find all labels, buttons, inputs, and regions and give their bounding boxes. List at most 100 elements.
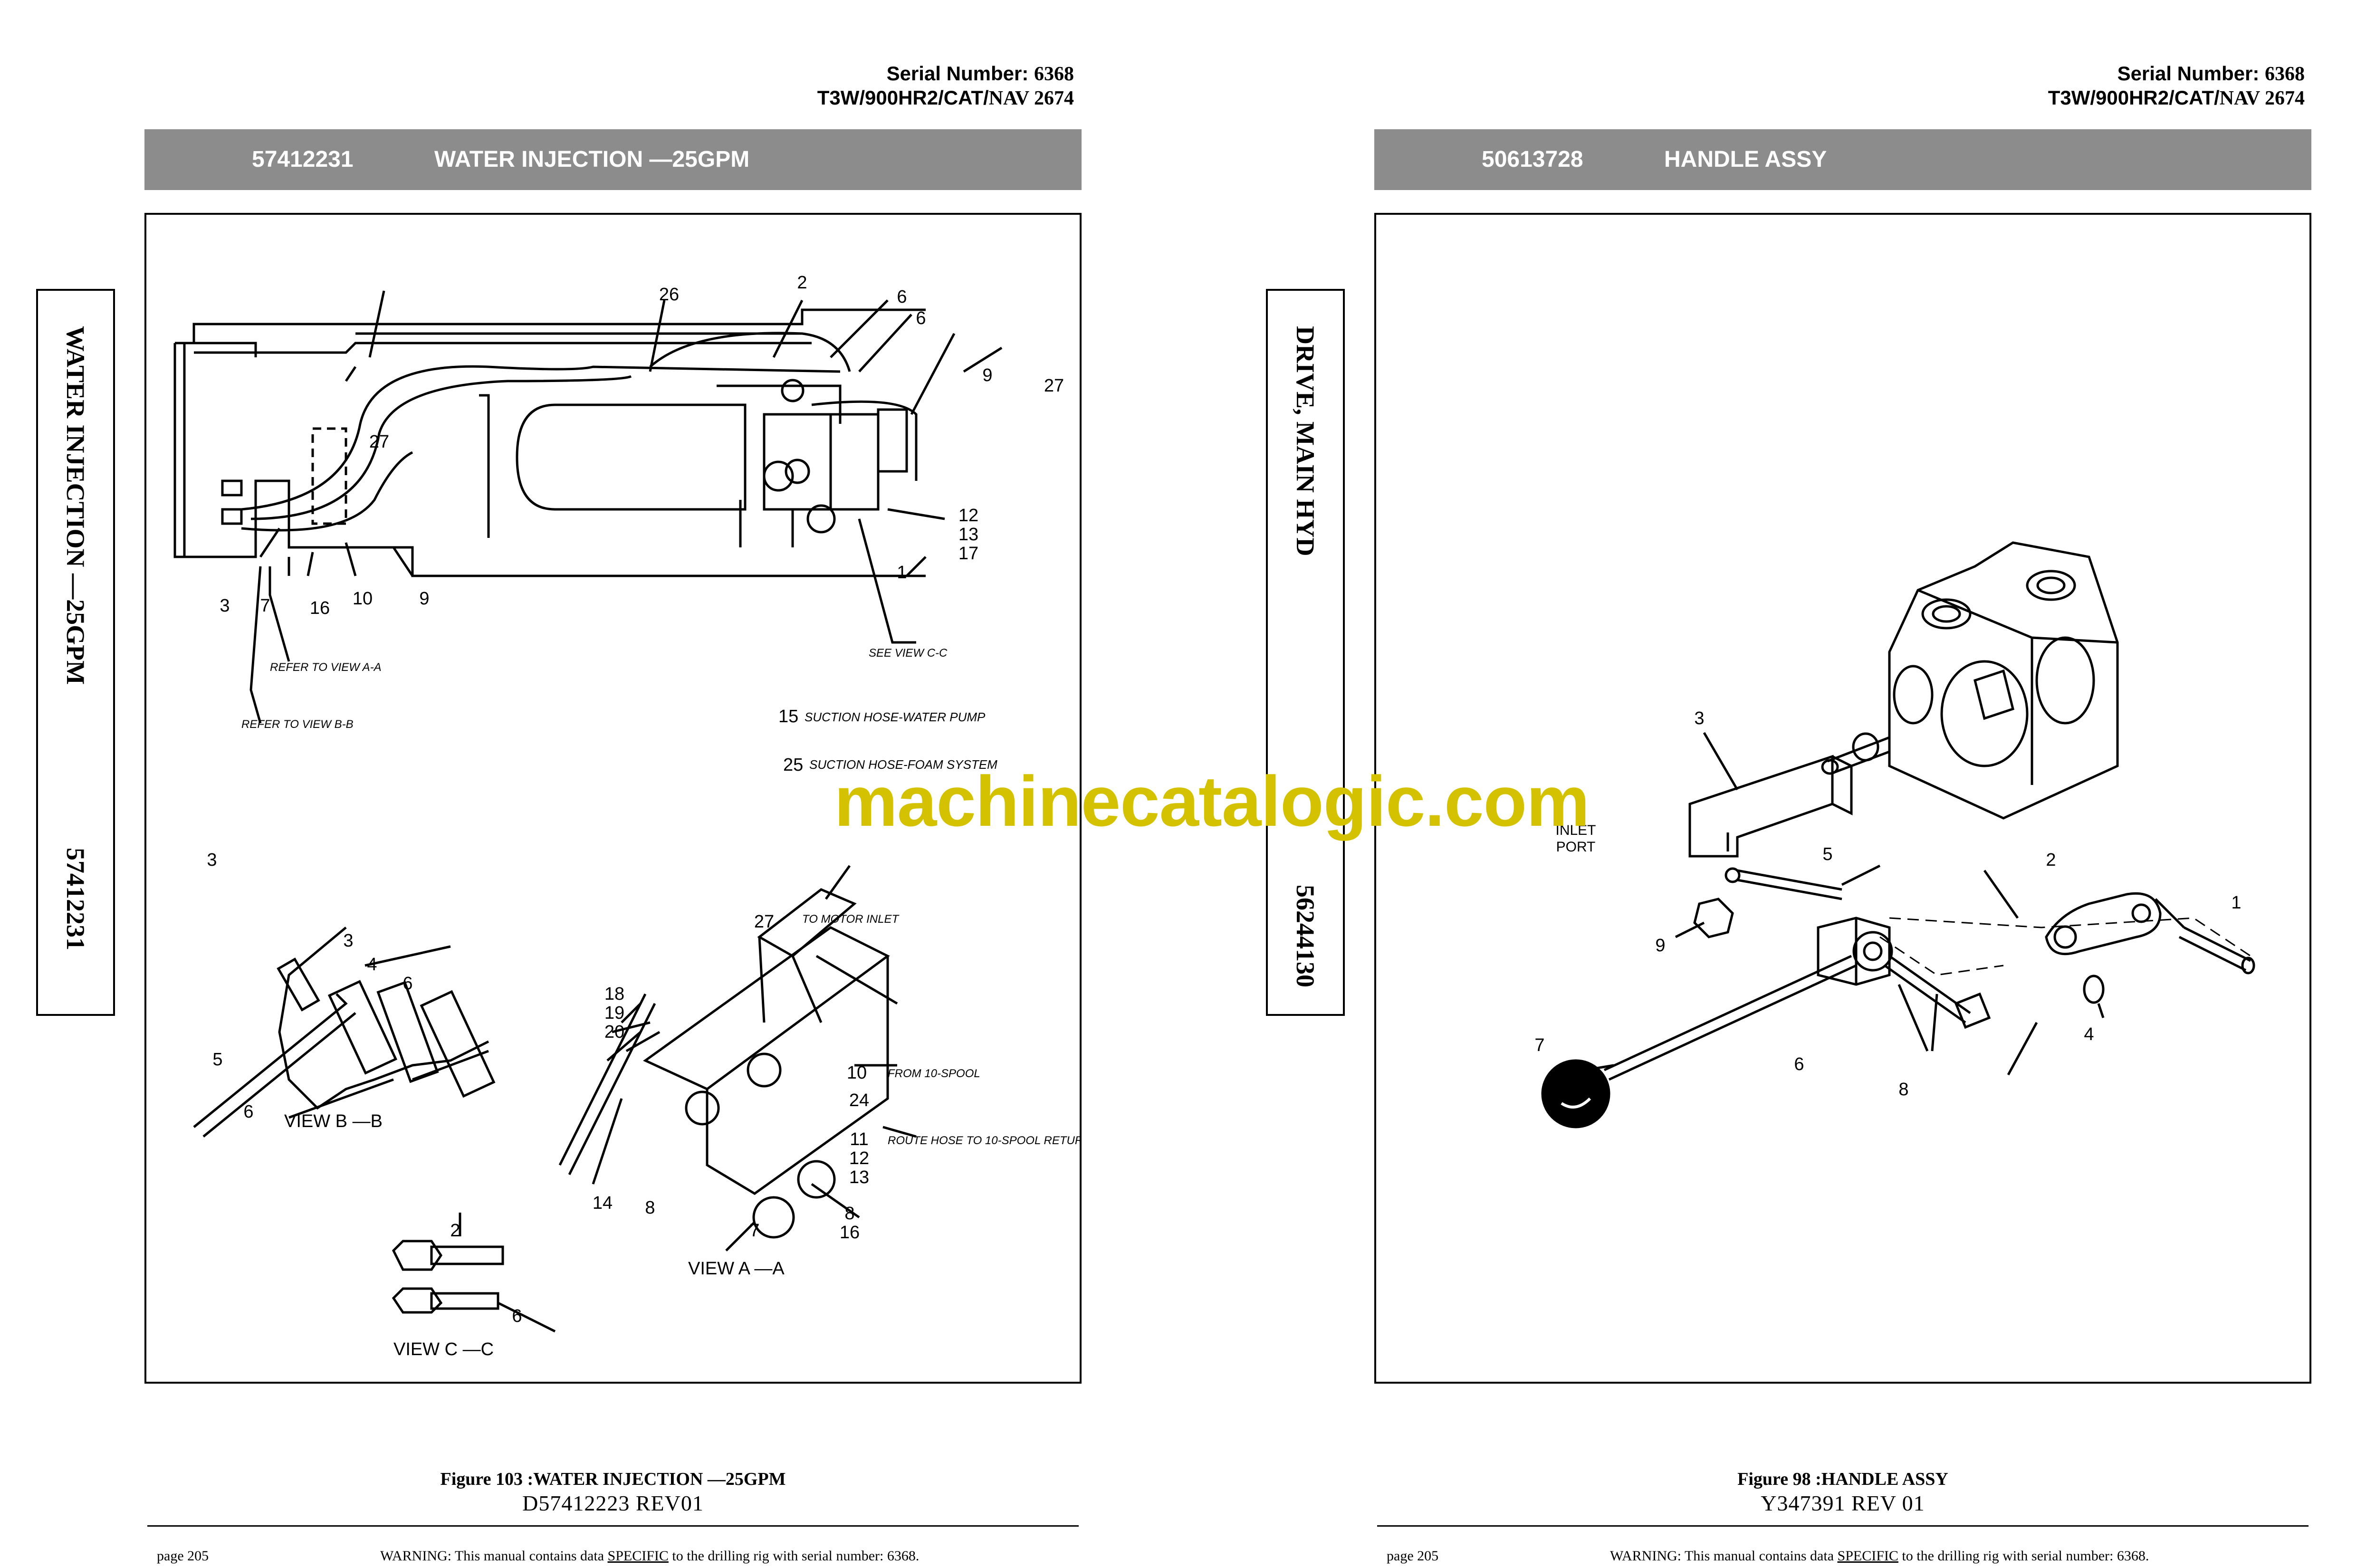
callout: 3	[207, 850, 217, 870]
model-nav: NAV 2674	[2219, 87, 2305, 109]
callout: 1	[2231, 893, 2241, 913]
callout: 3	[343, 931, 353, 951]
handwritten-note: ROUTE HOSE TO 10-SPOOL RETURN	[888, 1134, 1080, 1147]
handwritten-note: REFER TO VIEW B-B	[241, 718, 354, 731]
right-title-bar: 50613728 HANDLE ASSY	[1374, 129, 2311, 190]
note-text: SUCTION HOSE-WATER PUMP	[805, 710, 986, 724]
callout: 10	[847, 1063, 867, 1083]
callout: 16	[840, 1223, 860, 1243]
callout: 6	[916, 308, 926, 328]
note-number: 25	[783, 755, 803, 775]
handwritten-note: SEE VIEW C-C	[869, 647, 948, 660]
section-title: WATER INJECTION —25GPM	[434, 147, 750, 172]
callout: 19	[604, 1003, 624, 1023]
model-nav: NAV 2674	[988, 87, 1074, 109]
model-code: T3W/900HR2/CAT/	[817, 86, 989, 109]
callout: 16	[310, 598, 330, 618]
drawing-number: Y347391 REV 01	[1761, 1491, 1925, 1515]
left-side-tab: WATER INJECTION —25GPM 57412231	[36, 289, 115, 1016]
right-figure-frame: 3 2 1 5 9 4 7 6 8 INLET PORT	[1374, 213, 2311, 1384]
callout: 1	[897, 563, 907, 583]
callout: 8	[1898, 1080, 1908, 1100]
side-tab-number: 57412231	[61, 848, 90, 950]
footer-rule	[1377, 1525, 2309, 1527]
callout: 5	[1822, 844, 1832, 864]
callout: 26	[659, 285, 679, 305]
side-tab-title: WATER INJECTION —25GPM	[61, 326, 90, 685]
side-tab-title: DRIVE, MAIN HYD	[1291, 326, 1320, 556]
callout: 7	[749, 1221, 759, 1241]
callout: 27	[754, 912, 774, 932]
callout: 9	[419, 589, 429, 609]
callout: 4	[367, 955, 377, 975]
callout: 12	[958, 506, 978, 526]
callout: 8	[844, 1204, 854, 1224]
callout: 11	[850, 1129, 868, 1149]
note-number: 15	[778, 707, 798, 727]
right-side-tab: DRIVE, MAIN HYD 56244130	[1266, 289, 1345, 1016]
callout: 13	[849, 1167, 869, 1187]
callout: 6	[243, 1102, 253, 1122]
callout: 9	[982, 365, 992, 385]
left-serial-header: Serial Number: 6368 T3W/900HR2/CAT/NAV 2…	[817, 62, 1074, 110]
model-code: T3W/900HR2/CAT/	[2048, 86, 2220, 109]
part-number: 57412231	[252, 147, 354, 172]
right-caption: Figure 98 :HANDLE ASSY Y347391 REV 01	[1374, 1468, 2311, 1517]
note-text: SUCTION HOSE-FOAM SYSTEM	[809, 757, 997, 772]
left-caption: Figure 103 :WATER INJECTION —25GPM D5741…	[144, 1468, 1082, 1517]
left-title-bar: 57412231 WATER INJECTION —25GPM	[144, 129, 1082, 190]
watermark: machinecatalogic.com	[834, 761, 1590, 841]
callout: 6	[1794, 1054, 1804, 1074]
callout: 4	[2084, 1024, 2094, 1044]
callout: 3	[220, 596, 230, 616]
view-label: VIEW B —B	[284, 1111, 383, 1131]
right-serial-header: Serial Number: 6368 T3W/900HR2/CAT/NAV 2…	[2048, 62, 2305, 110]
callout: 7	[260, 596, 270, 616]
view-label: VIEW A —A	[688, 1259, 785, 1279]
callout: 12	[849, 1148, 869, 1168]
callout: 2	[2046, 850, 2056, 870]
page-number: page 205	[157, 1548, 209, 1564]
callout: 7	[1534, 1035, 1544, 1055]
inlet-port-label: PORT	[1556, 839, 1596, 855]
callout: 6	[402, 974, 412, 994]
part-number: 50613728	[1482, 147, 1583, 172]
handwritten-note: TO MOTOR INLET	[802, 913, 900, 926]
callout: 8	[645, 1198, 655, 1218]
callout: 2	[797, 273, 807, 293]
serial-label: Serial Number:	[2117, 62, 2260, 85]
callout: 20	[604, 1022, 624, 1042]
callout: 2	[450, 1221, 460, 1241]
callout: 9	[1655, 936, 1665, 956]
drawing-number: D57412223 REV01	[522, 1491, 704, 1515]
figure-caption: Figure 103 :WATER INJECTION —25GPM	[440, 1469, 786, 1489]
callout: 3	[1694, 708, 1704, 728]
side-tab-number: 56244130	[1291, 885, 1320, 987]
callout: 27	[369, 432, 389, 452]
callout: 24	[849, 1090, 869, 1110]
handwritten-note: REFER TO VIEW A-A	[270, 661, 382, 674]
serial-number: 6368	[1034, 63, 1074, 85]
handwritten-note: FROM 10-SPOOL	[888, 1067, 980, 1080]
water-injection-drawing: 26 2 6 6 9 27 27 12 13 17 1 3 7 16 10 9 …	[173, 273, 1080, 1359]
figure-caption: Figure 98 :HANDLE ASSY	[1737, 1469, 1948, 1489]
callout: 6	[897, 287, 907, 307]
section-title: HANDLE ASSY	[1664, 147, 1827, 172]
callout: 27	[1044, 376, 1064, 396]
footer-rule	[147, 1525, 1079, 1527]
callout: 13	[958, 525, 978, 545]
callout: 5	[212, 1050, 222, 1070]
warning-text: WARNING: This manual contains data SPECI…	[380, 1548, 920, 1564]
serial-label: Serial Number:	[886, 62, 1029, 85]
left-figure-frame: 26 2 6 6 9 27 27 12 13 17 1 3 7 16 10 9 …	[144, 213, 1082, 1384]
view-label: VIEW C —C	[393, 1339, 494, 1359]
callout: 10	[353, 589, 373, 609]
page-number: page 205	[1387, 1548, 1439, 1564]
callout: 18	[604, 984, 624, 1004]
serial-number: 6368	[2265, 63, 2305, 85]
callout: 14	[593, 1193, 613, 1213]
callout: 17	[958, 544, 978, 564]
callout: 6	[512, 1306, 522, 1326]
handle-assy-drawing: 3 2 1 5 9 4 7 6 8 INLET PORT	[1534, 541, 2255, 1128]
